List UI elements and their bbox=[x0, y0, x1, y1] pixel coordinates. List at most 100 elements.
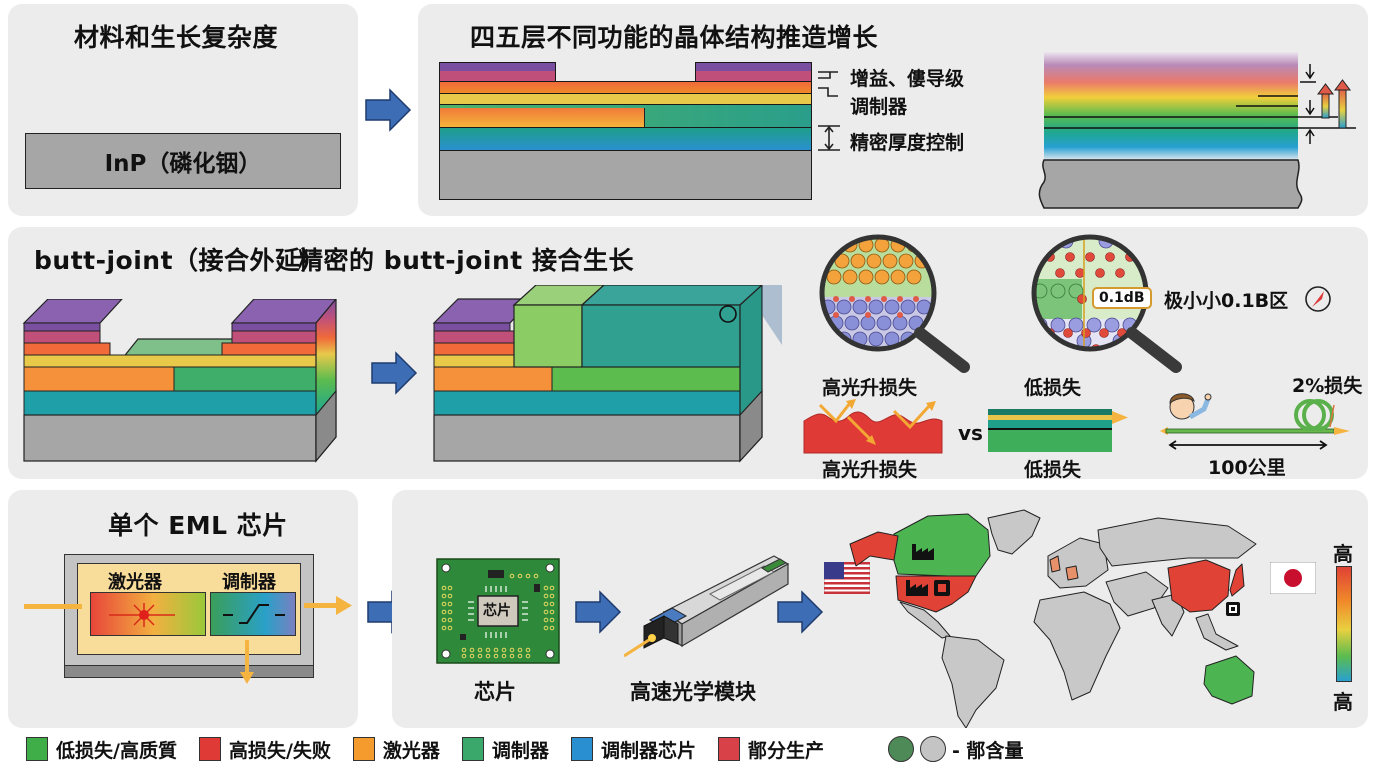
legend: 低损失/高质質 高损失/失败 激光器 调制器 调制器芯片 鄁分生产 - 鄁含量 bbox=[26, 734, 1045, 764]
butt-joint-panel: butt-joint（接合外延） 精密的 butt-joint 接合生长 bbox=[8, 227, 1368, 481]
legend-circle bbox=[919, 736, 946, 762]
factory-icon bbox=[912, 544, 934, 560]
inp-substrate: InP（磷化铟） bbox=[25, 133, 341, 189]
layer-stack-diagram bbox=[439, 62, 812, 200]
map-australia bbox=[1203, 655, 1255, 705]
legend-circle bbox=[887, 736, 914, 762]
light-down-arrow-icon bbox=[240, 640, 254, 684]
legend-swatch bbox=[198, 737, 221, 761]
butt-joint-title: butt-joint（接合外延） bbox=[34, 246, 327, 275]
layers-title: 四五层不同功能的晶体结构推造增长 bbox=[470, 23, 879, 52]
annotation-gain-waveguide: 增益、僂导级 bbox=[850, 68, 965, 90]
legend-label: 激光器 bbox=[382, 739, 440, 762]
thickness-diagram bbox=[1038, 52, 1356, 209]
map-germany bbox=[1065, 565, 1079, 581]
optical-module-icon bbox=[624, 555, 790, 658]
rough-interface-icon bbox=[803, 399, 943, 454]
laser-section bbox=[90, 592, 206, 636]
legend-swatch bbox=[570, 737, 593, 761]
layer-substrate bbox=[439, 150, 812, 200]
materials-panel: 材料和生长复杂度 InP（磷化铟） bbox=[8, 4, 358, 216]
legend-item: 激光器 bbox=[352, 736, 440, 763]
chip-icon bbox=[1226, 602, 1240, 616]
high-loss-top-label: 高光升损失 bbox=[822, 377, 918, 399]
light-in-arrow-icon bbox=[24, 604, 82, 609]
world-map bbox=[849, 509, 1257, 728]
map-china bbox=[1167, 559, 1231, 613]
legend-label: 低损失/高质質 bbox=[56, 739, 177, 762]
annotation-modulator: 调制器 bbox=[850, 96, 908, 118]
legend-label: 调制器芯片 bbox=[600, 739, 696, 762]
scale-top-label: 高 bbox=[1333, 542, 1353, 566]
high-loss-bottom-label: 高光升损失 bbox=[822, 459, 918, 481]
eml-chip-package: 激光器 调制器 bbox=[64, 554, 314, 678]
legend-item: 低损失/高质質 bbox=[26, 736, 177, 763]
pen-icon bbox=[1305, 286, 1331, 312]
legend-item: 高损失/失败 bbox=[198, 736, 331, 763]
map-alaska bbox=[849, 531, 899, 567]
optical-module-label: 高速光学模块 bbox=[630, 680, 756, 704]
fiber-distance-icon bbox=[1160, 393, 1350, 450]
materials-title: 材料和生长复杂度 bbox=[74, 23, 279, 52]
map-africa bbox=[1033, 591, 1121, 701]
laser-label: 激光器 bbox=[108, 572, 162, 593]
legend-item: 调制器芯片 bbox=[570, 736, 696, 763]
flow-arrow-icon bbox=[371, 351, 418, 395]
map-greenland bbox=[987, 509, 1041, 555]
flow-arrow-icon bbox=[777, 590, 824, 634]
precise-growth-title: 精密的 butt-joint 接合生长 bbox=[298, 246, 634, 275]
legend-swatch bbox=[26, 737, 48, 761]
legend-item: 鄁分生产 bbox=[717, 736, 824, 763]
tiny-loss-label: 极小小0.1B区 bbox=[1164, 290, 1289, 312]
legend-label: 调制器 bbox=[491, 739, 549, 762]
chip-label: 芯片 bbox=[474, 680, 516, 704]
legend-item-content: - 鄁含量 bbox=[887, 736, 1024, 763]
scale-bottom-label: 高 bbox=[1333, 690, 1353, 714]
legend-label: - 鄁含量 bbox=[951, 739, 1024, 762]
eml-panel: 单个 EML 芯片 激光器 调制器 bbox=[8, 490, 358, 728]
map-canada bbox=[891, 513, 991, 577]
legend-item: 调制器 bbox=[461, 736, 549, 763]
low-loss-top-label: 低损失 bbox=[1024, 377, 1082, 399]
flow-arrow-icon bbox=[575, 590, 622, 634]
low-loss-bottom-label: 低损失 bbox=[1024, 459, 1082, 481]
pcb-die-text: 芯片 bbox=[483, 603, 511, 619]
factory-icon bbox=[906, 580, 928, 596]
legend-swatch bbox=[717, 737, 740, 761]
layers-panel: 四五层不同功能的晶体结构推造增长 增益、僂导级 调制器 精密厚度控制 bbox=[418, 4, 1368, 216]
layer-cap-right bbox=[695, 62, 812, 82]
map-russia bbox=[1097, 517, 1257, 567]
annotation-thickness-control: 精密厚度控制 bbox=[850, 132, 965, 154]
map-south-america bbox=[941, 635, 1005, 728]
us-flag-icon bbox=[824, 562, 870, 594]
flow-arrow-icon bbox=[365, 88, 412, 132]
modulator-label: 调制器 bbox=[222, 572, 276, 593]
laser-burst-icon bbox=[109, 603, 175, 627]
map-europe bbox=[1047, 537, 1109, 589]
map-uk bbox=[1049, 555, 1061, 573]
legend-swatch bbox=[461, 737, 484, 761]
fiber-distance-label: 100公里 bbox=[1208, 457, 1286, 479]
legend-label: 高损失/失败 bbox=[228, 739, 331, 762]
vs-label: vs bbox=[958, 421, 983, 445]
magnifier-high-loss-icon bbox=[819, 234, 970, 373]
layer-bracket-icons bbox=[818, 71, 840, 151]
modulator-section bbox=[210, 592, 296, 636]
legend-swatch bbox=[352, 737, 375, 761]
layer-laser-region bbox=[440, 108, 645, 127]
precise-growth-3d-block bbox=[432, 285, 782, 463]
light-out-arrow-icon bbox=[304, 596, 352, 615]
switch-icon bbox=[223, 604, 285, 624]
layer-cap-left bbox=[439, 62, 556, 82]
loss-badge: 0.1dB bbox=[1092, 287, 1152, 309]
map-japan bbox=[1229, 563, 1245, 597]
layer-modulator bbox=[439, 127, 812, 151]
legend-label: 鄁分生产 bbox=[747, 739, 824, 762]
inp-substrate-label: InP（磷化铟） bbox=[104, 151, 262, 177]
chip-icon bbox=[934, 580, 950, 596]
map-middle-east bbox=[1105, 571, 1169, 617]
eml-chip-die: 激光器 调制器 bbox=[77, 563, 301, 655]
magnifier-low-loss-icon bbox=[1031, 234, 1182, 373]
color-scale-bar bbox=[1336, 566, 1352, 682]
fiber-loss-label: 2%损失 bbox=[1292, 375, 1363, 397]
